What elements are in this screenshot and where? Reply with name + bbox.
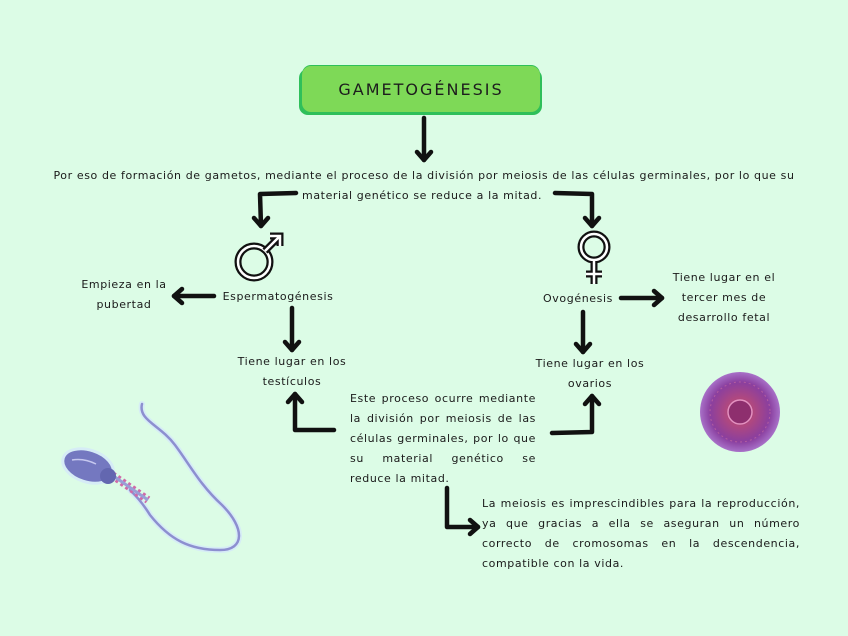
arrow-female-right <box>618 288 665 308</box>
arrow-process-to-testiculos <box>285 391 337 433</box>
female-right-note-line3: desarrollo fetal <box>677 311 771 324</box>
male-symbol-icon <box>234 232 284 282</box>
intro-text-line1: Por eso de formación de gametos, mediant… <box>53 169 795 182</box>
meiosis-text: La meiosis es imprescindibles para la re… <box>482 497 800 570</box>
arrow-male-left <box>171 286 217 306</box>
female-right-note-line1: Tiene lugar en el <box>672 271 776 284</box>
female-symbol-icon <box>577 230 611 284</box>
arrow-to-male <box>251 190 299 229</box>
male-left-note-line1: Empieza en la <box>81 278 167 291</box>
female-right-note-line2: tercer mes de <box>681 291 767 304</box>
female-down-note-line1: Tiene lugar en los <box>535 357 645 370</box>
sperm-illustration <box>61 401 242 554</box>
male-down-note-line2: testículos <box>262 375 322 388</box>
arrow-process-to-ovarios <box>549 393 602 436</box>
arrow-to-female <box>552 190 602 229</box>
egg-cell-illustration <box>700 372 780 452</box>
male-down-note-line1: Tiene lugar en los <box>237 355 347 368</box>
female-down-note-line2: ovarios <box>567 377 613 390</box>
arrow-title-down <box>414 115 434 163</box>
female-process-label: Ovogénesis <box>543 292 613 305</box>
process-text: Este proceso ocurre mediante la división… <box>350 392 536 485</box>
title-text: GAMETOGÉNESIS <box>338 79 504 99</box>
arrow-to-meiosis <box>444 485 481 537</box>
arrow-male-down <box>282 305 302 353</box>
intro-text-line2: material genético se reduce a la mitad. <box>302 189 543 202</box>
male-left-note-line2: pubertad <box>96 298 152 311</box>
title-box[interactable]: GAMETOGÉNESIS <box>302 66 540 112</box>
male-process-label: Espermatogénesis <box>222 290 334 303</box>
arrow-female-down <box>573 309 593 355</box>
